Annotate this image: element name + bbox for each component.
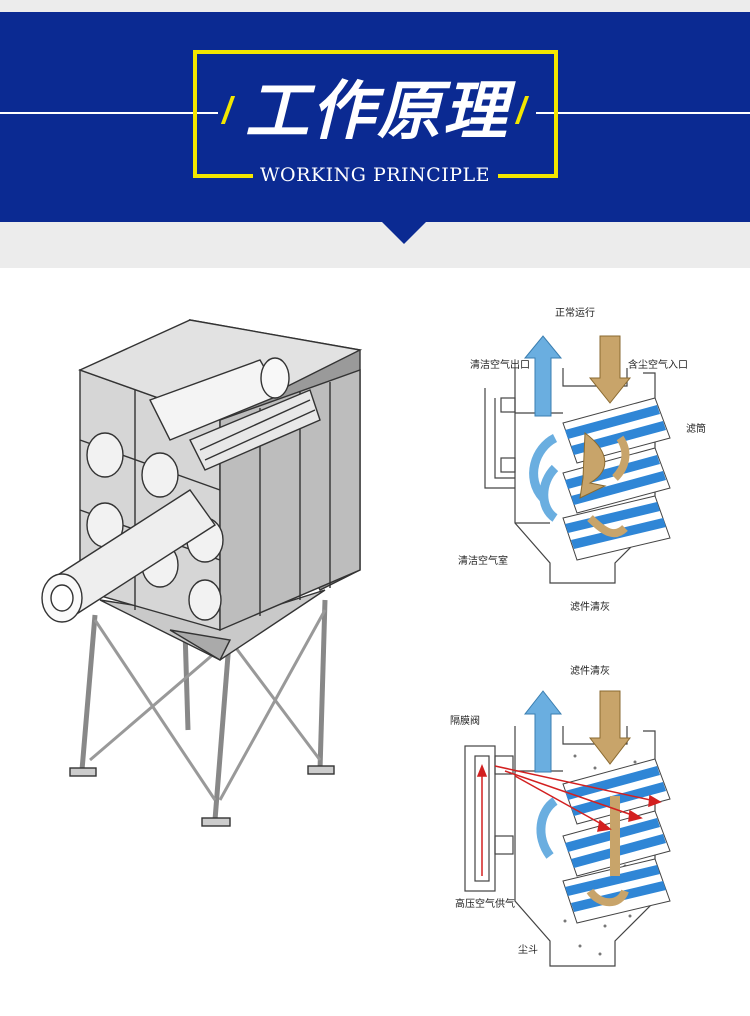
frame-right xyxy=(554,50,558,178)
frame-top xyxy=(193,50,558,54)
normal-operation-diagram xyxy=(484,335,671,584)
high-pressure-air-label: 高压空气供气 xyxy=(455,899,515,910)
pulse-cleaning-diagram xyxy=(464,690,671,967)
header-notch xyxy=(382,222,426,244)
header-banner xyxy=(0,12,750,222)
frame-bottom-left xyxy=(193,174,253,178)
dust-hopper-label: 尘斗 xyxy=(518,945,538,956)
filter-cartridge-label: 滤筒 xyxy=(686,424,706,435)
page-title: 工作原理 xyxy=(245,75,509,149)
cleaning-title: 滤件清灰 xyxy=(570,666,610,677)
header-line-left xyxy=(0,112,218,114)
filter-cleaning-label: 滤件清灰 xyxy=(570,602,610,613)
page-subtitle: WORKING PRINCIPLE xyxy=(260,164,490,186)
header-bottom-band xyxy=(0,222,750,268)
clean-air-chamber-label: 清洁空气室 xyxy=(458,556,508,567)
dust-collector-illustration xyxy=(41,319,363,827)
clean-air-outlet-label: 清洁空气出口 xyxy=(470,360,530,371)
dusty-air-inlet-label: 含尘空气入口 xyxy=(628,360,688,371)
header-line-right xyxy=(536,112,750,114)
frame-left xyxy=(193,50,197,178)
top-strip xyxy=(0,0,750,12)
normal-operation-title: 正常运行 xyxy=(555,308,595,319)
diaphragm-valve-label: 隔膜阀 xyxy=(450,716,480,727)
frame-bottom-right xyxy=(498,174,558,178)
